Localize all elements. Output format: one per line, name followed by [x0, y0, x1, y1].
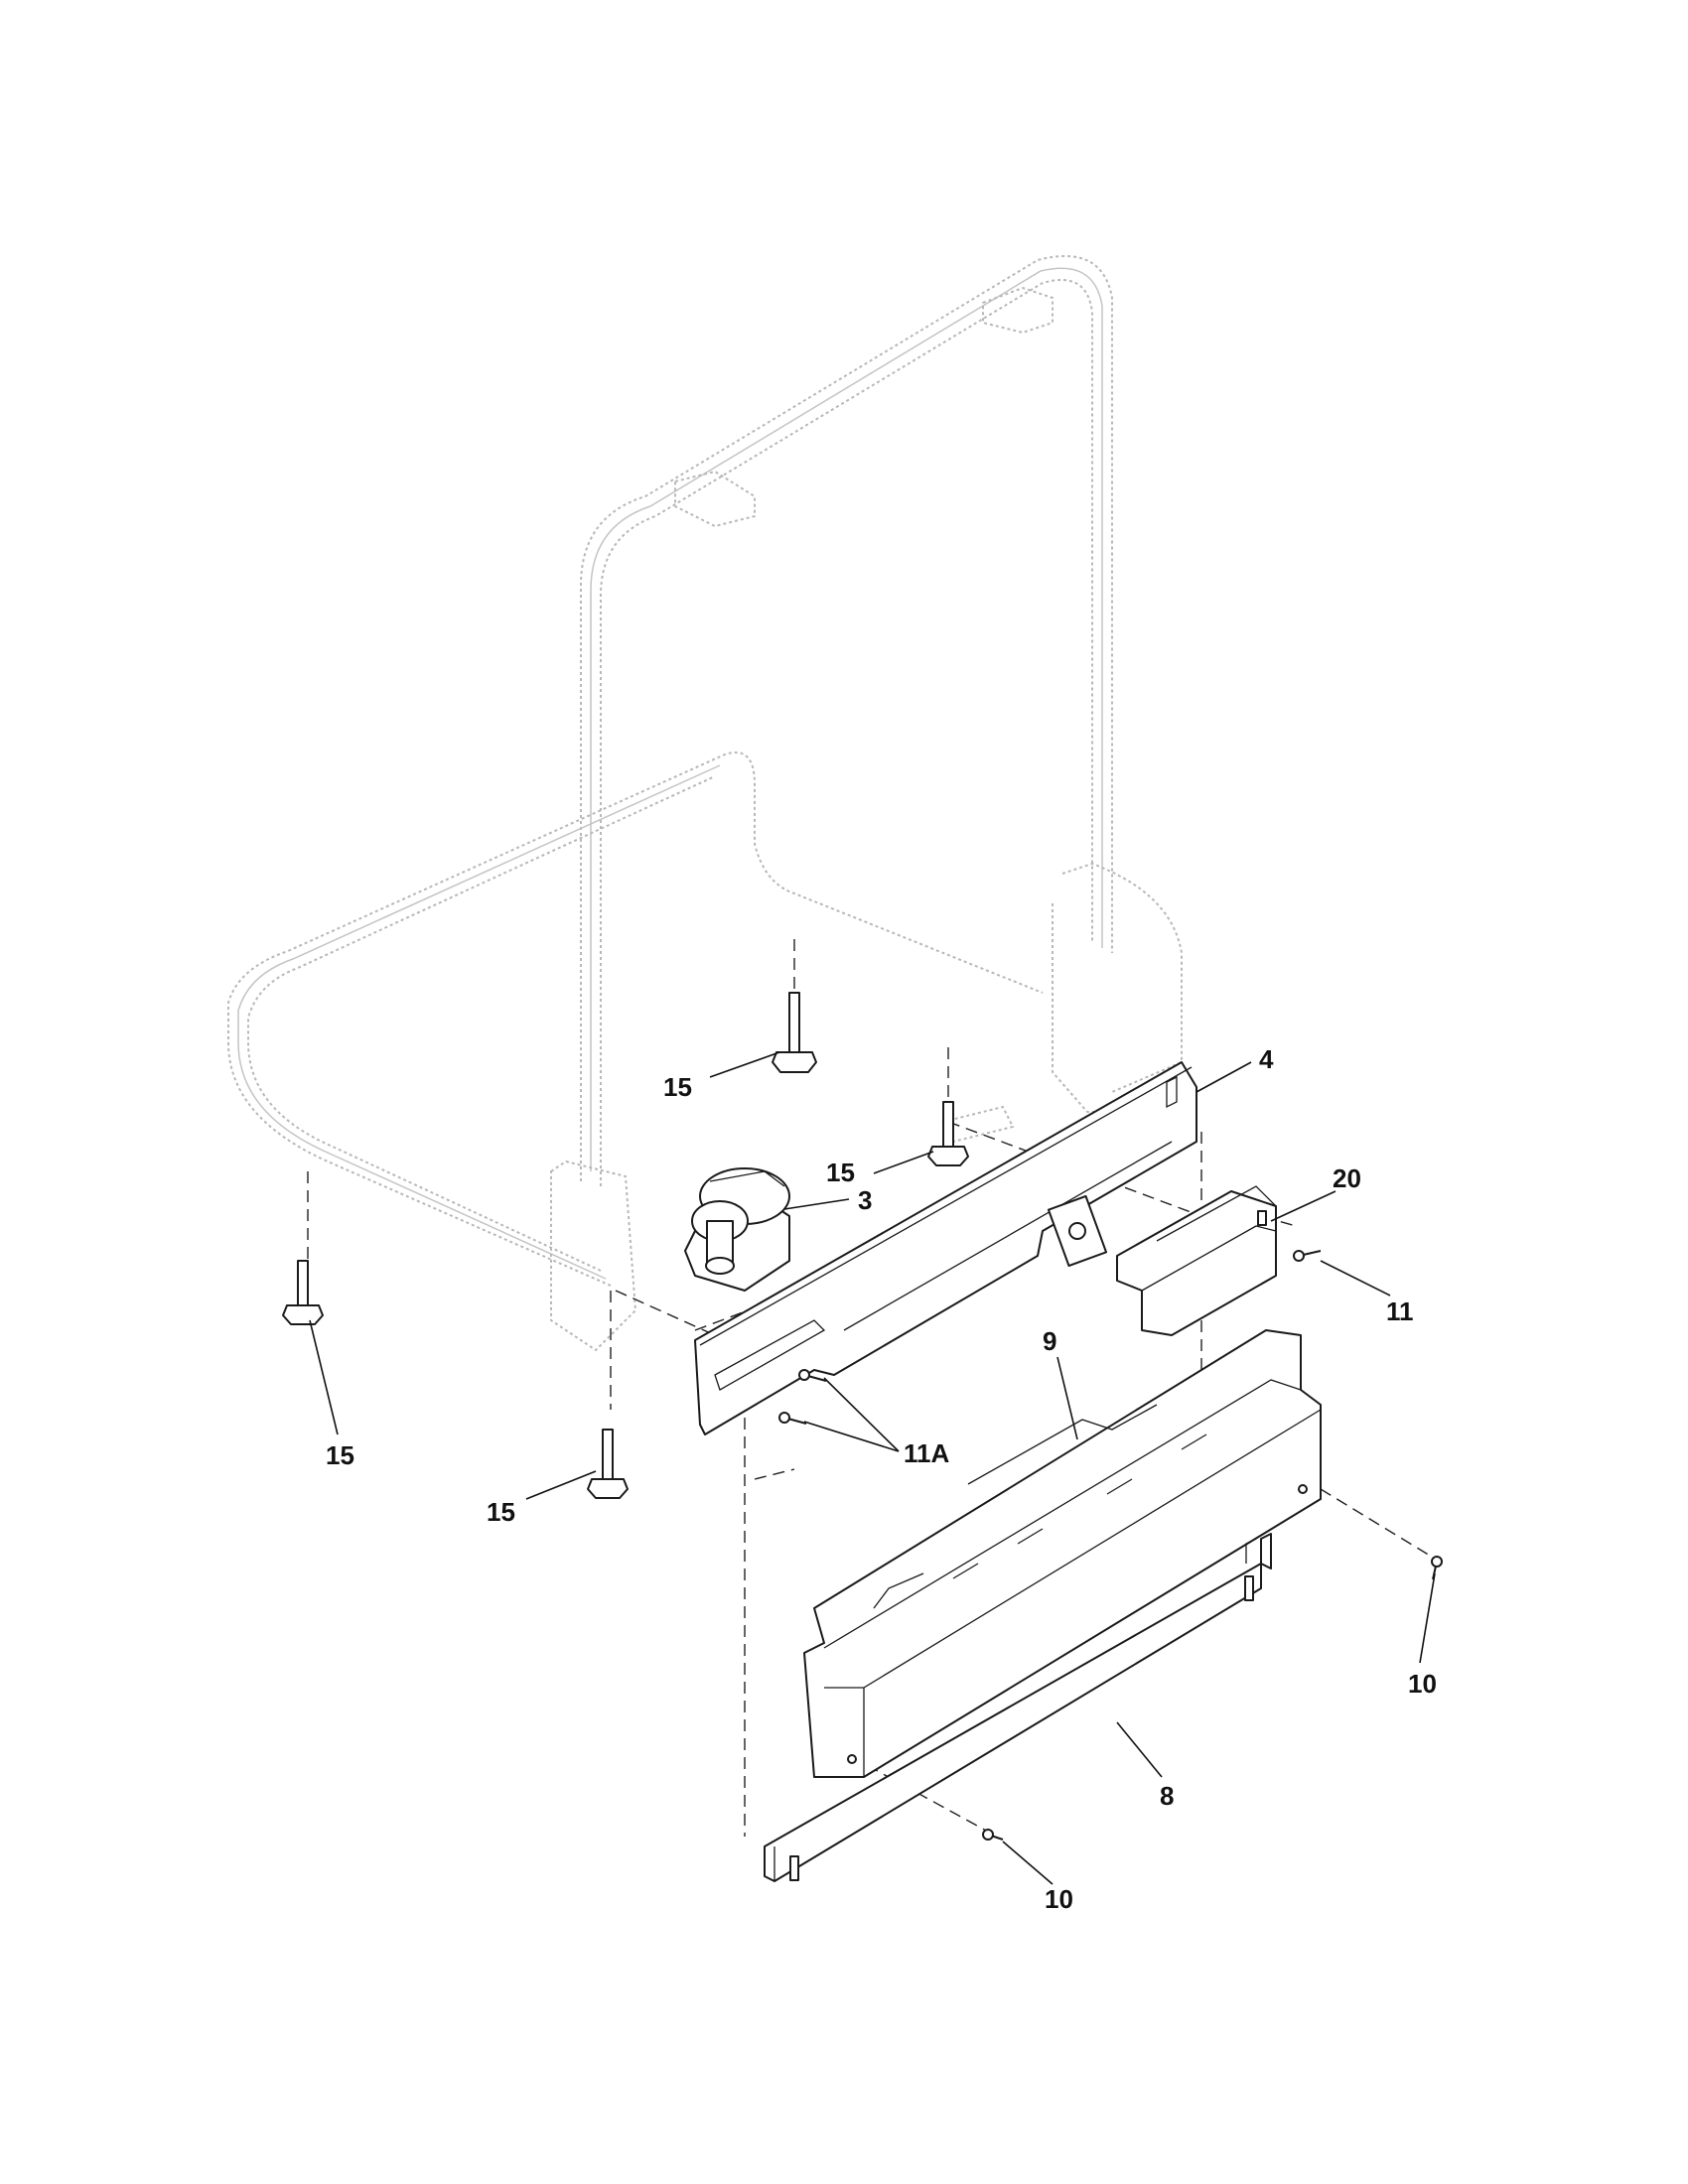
water-valve [684, 1167, 790, 1292]
callout-3-valve: 3 [858, 1185, 872, 1215]
screw-bottom [982, 1829, 1004, 1841]
callout-9-panel: 9 [1043, 1326, 1056, 1356]
screw-right [1431, 1556, 1443, 1580]
callout-11-screw: 11 [1386, 1297, 1414, 1326]
front-rail [694, 1061, 1197, 1435]
screw-cover [1293, 1250, 1322, 1262]
leader-lines [309, 1051, 1436, 1885]
screw-rail-lower [778, 1412, 807, 1425]
callout-4-rail: 4 [1259, 1044, 1274, 1074]
callout-labels: 15 15 15 15 3 4 20 11 11A 9 8 10 10 [326, 1044, 1437, 1914]
callout-15-front-left: 15 [326, 1440, 354, 1470]
leveling-leg-back-left [772, 992, 817, 1073]
screw-rail-upper [798, 1369, 827, 1382]
callout-10-screw-bottom: 10 [1045, 1884, 1073, 1914]
callout-15-back-left: 15 [663, 1072, 692, 1102]
callout-10-screw-right: 10 [1408, 1669, 1437, 1699]
callout-20-cover: 20 [1333, 1163, 1361, 1193]
tub-frame-outline [227, 255, 1183, 1352]
leveling-leg-back-right [927, 1101, 969, 1166]
leveling-leg-front-left [282, 1260, 324, 1325]
wiring-cover [1116, 1185, 1277, 1336]
kick-panel [803, 1329, 1322, 1778]
callout-11a-screws: 11A [904, 1438, 949, 1468]
toe-plate [764, 1533, 1272, 1882]
callout-8-toe-plate: 8 [1160, 1781, 1174, 1811]
leveling-leg-front-right [587, 1429, 629, 1499]
callout-15-front-right: 15 [487, 1497, 515, 1527]
callout-15-back-right: 15 [826, 1158, 855, 1187]
